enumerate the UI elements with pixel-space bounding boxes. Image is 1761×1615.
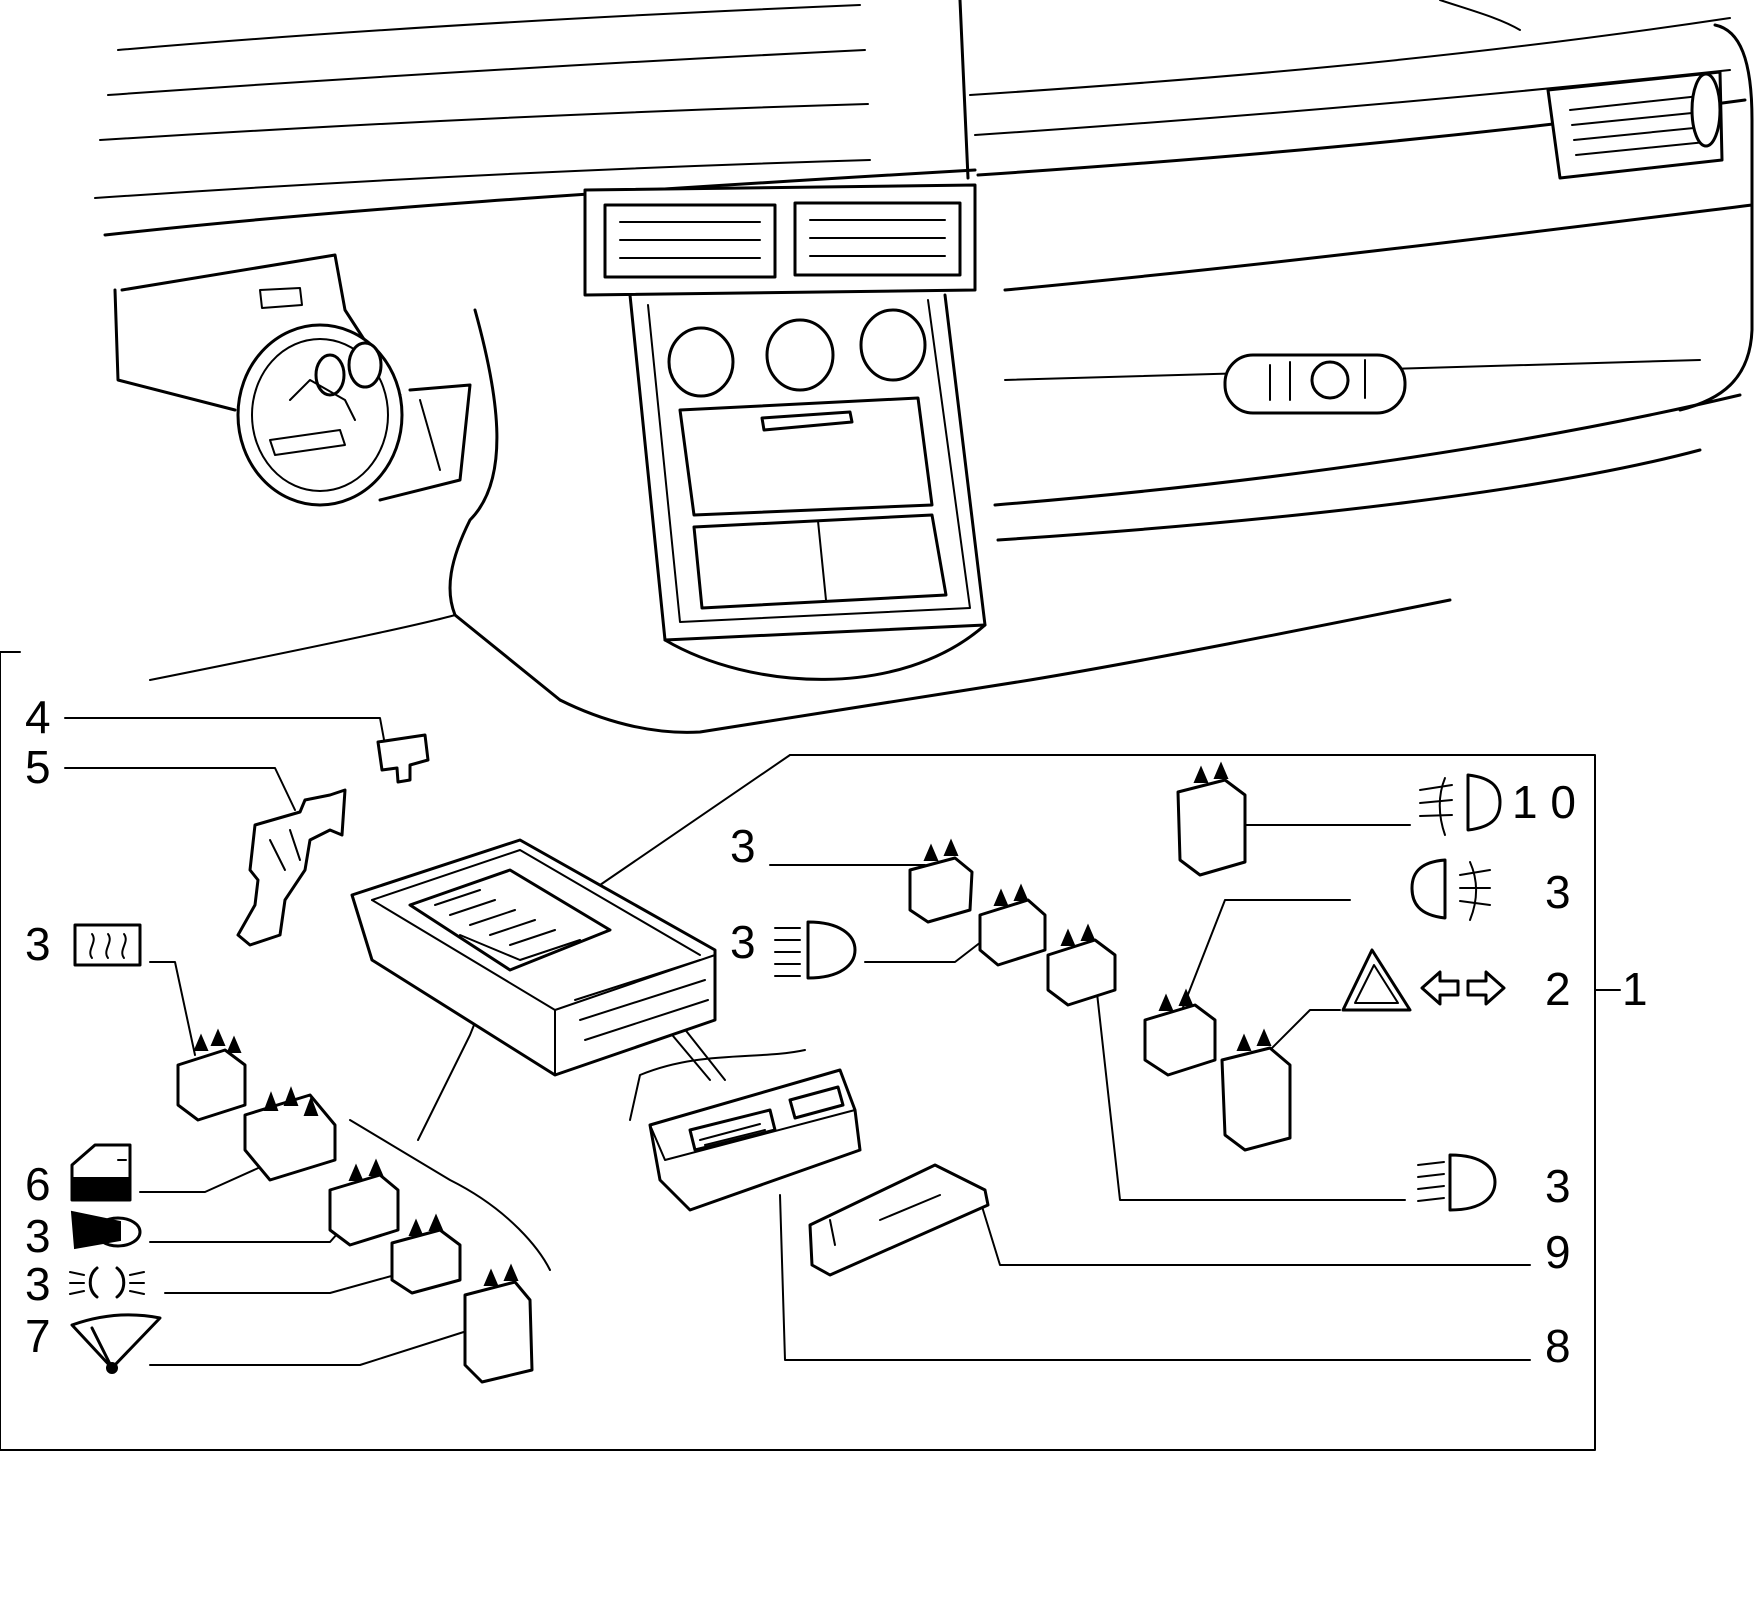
callout-4: 4 bbox=[25, 691, 51, 743]
relay-low-beam bbox=[1046, 923, 1117, 1007]
front-fog-icon bbox=[1419, 773, 1502, 836]
part-8-switch-panel bbox=[648, 1068, 862, 1212]
callout-3-side-lights: 3 bbox=[25, 1258, 51, 1310]
part-9-bracket bbox=[808, 1163, 990, 1277]
fuse-box bbox=[350, 838, 717, 1077]
callout-3-rear-defrost: 3 bbox=[25, 918, 51, 970]
callout-3-top: 3 bbox=[730, 820, 756, 872]
callout-3-horn: 3 bbox=[25, 1210, 51, 1262]
callout-7: 7 bbox=[25, 1310, 51, 1362]
callout-labels: 4 5 3 6 3 3 7 3 3 1 0 3 2 1 3 9 8 bbox=[25, 691, 1648, 1372]
relay-door bbox=[243, 1086, 337, 1182]
part-4-fuse bbox=[376, 733, 430, 784]
relay-rear-fog bbox=[1143, 988, 1217, 1077]
part-5-bracket bbox=[236, 788, 347, 947]
relay-rear-defrost bbox=[176, 1028, 247, 1122]
hazard-icon bbox=[1341, 948, 1412, 1012]
horn-icon bbox=[70, 1210, 142, 1250]
rear-fog-icon bbox=[1410, 858, 1491, 921]
leader-lines bbox=[64, 717, 1531, 1366]
callout-6: 6 bbox=[25, 1158, 51, 1210]
relay-high-beam bbox=[978, 883, 1047, 967]
right-air-vent bbox=[1546, 70, 1724, 180]
door-icon bbox=[70, 1143, 132, 1202]
relay-front-fog bbox=[1176, 761, 1247, 877]
turn-signal-icon bbox=[1420, 970, 1506, 1006]
callout-9: 9 bbox=[1545, 1226, 1571, 1278]
relay-horn bbox=[328, 1158, 400, 1247]
relay-top-3 bbox=[908, 838, 974, 924]
steering-column bbox=[113, 253, 499, 617]
callout-3-rear-fog: 3 bbox=[1545, 866, 1571, 918]
high-beam-icon bbox=[774, 920, 857, 980]
relay-side-lights bbox=[390, 1213, 462, 1295]
callout-3-high-beam: 3 bbox=[730, 916, 756, 968]
dashboard-illustration bbox=[94, 0, 1754, 734]
kit-bracket bbox=[0, 651, 1621, 1451]
callout-1: 1 bbox=[1622, 963, 1648, 1015]
callout-2: 2 bbox=[1545, 963, 1571, 1015]
rear-defrost-icon bbox=[73, 923, 142, 967]
callout-8: 8 bbox=[1545, 1320, 1571, 1372]
glovebox-lock bbox=[1223, 353, 1407, 415]
relay-hazard bbox=[1220, 1028, 1292, 1152]
center-air-vents bbox=[583, 183, 977, 297]
relay-wiper bbox=[463, 1263, 534, 1384]
callout-3-low-beam: 3 bbox=[1545, 1160, 1571, 1212]
callout-5: 5 bbox=[25, 741, 51, 793]
low-beam-icon bbox=[1417, 1153, 1497, 1212]
center-console bbox=[628, 293, 987, 681]
callout-10: 1 0 bbox=[1512, 776, 1576, 828]
wiper-icon bbox=[70, 1313, 162, 1374]
relays bbox=[176, 761, 1292, 1384]
side-lights-icon bbox=[69, 1266, 145, 1299]
